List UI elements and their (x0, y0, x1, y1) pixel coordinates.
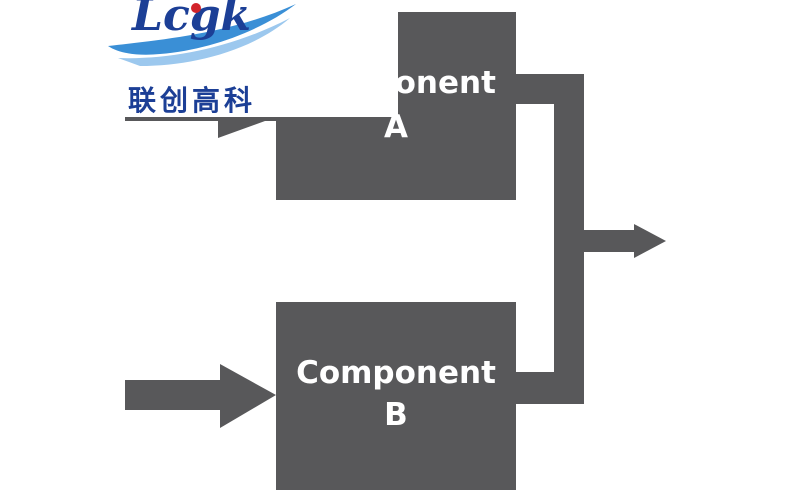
component-b-label-line1: Component (296, 355, 496, 391)
logo-backdrop-lower (262, 100, 398, 116)
output-bus (516, 74, 584, 404)
component-a-block (276, 12, 516, 200)
logo-chinese-text: 联创高科 (128, 84, 256, 117)
logo-latin-text: Lcgk (130, 0, 251, 41)
component-b-block (276, 302, 516, 490)
logo-red-dot (191, 3, 201, 13)
input-arrow-a (125, 117, 276, 138)
input-arrow-b (125, 364, 276, 428)
output-arrow (584, 224, 666, 258)
logo-swoosh (108, 4, 296, 55)
component-b-label-line2: B (384, 397, 408, 433)
company-logo: Lcgk 联创高科 (100, 0, 398, 117)
logo-swoosh-light (118, 18, 290, 66)
